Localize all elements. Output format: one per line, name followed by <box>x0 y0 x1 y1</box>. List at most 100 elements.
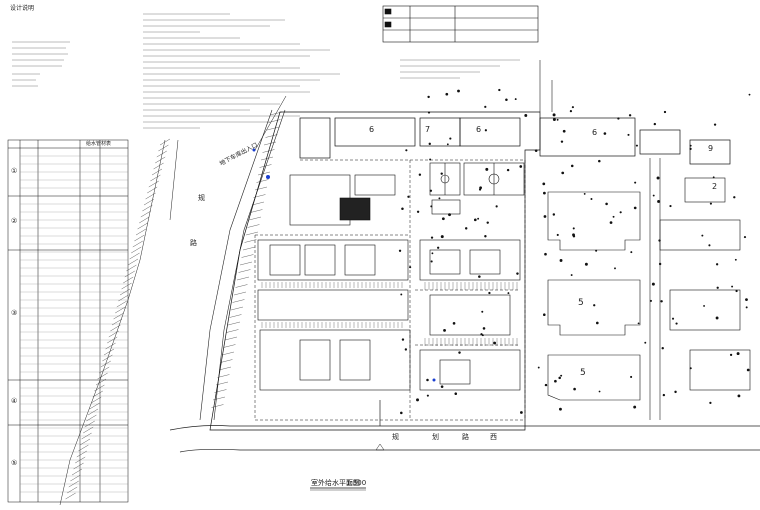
tree-mark <box>544 252 547 256</box>
tree-mark <box>660 300 663 303</box>
tree-mark <box>416 210 420 213</box>
embankment-hatch <box>89 402 100 410</box>
tree-mark <box>484 129 487 132</box>
leader-line <box>254 95 287 151</box>
tree-mark <box>598 159 601 163</box>
embankment-hatch <box>142 204 153 212</box>
tree-mark <box>556 118 559 121</box>
tree-mark <box>614 267 616 270</box>
sports-courts <box>429 162 525 215</box>
tree-mark <box>441 217 445 221</box>
tree-mark <box>584 262 588 266</box>
tree-mark <box>554 379 557 383</box>
legend-header: 给水管材表 <box>86 141 112 147</box>
top-buildings <box>299 117 731 165</box>
tree-mark <box>669 204 672 208</box>
embankment-hatch <box>137 222 148 230</box>
tree-mark <box>656 176 660 180</box>
blue-accents <box>252 148 436 382</box>
notes-block-center <box>143 13 340 129</box>
tree-mark <box>552 118 556 122</box>
tree-mark <box>674 390 677 394</box>
embankment-hatch <box>134 234 145 242</box>
road-hatch <box>256 179 269 183</box>
tree-mark <box>609 221 613 224</box>
tree-mark <box>484 105 487 108</box>
embankment-hatch <box>135 228 147 236</box>
tree-mark <box>524 114 528 117</box>
tree-mark <box>729 353 733 357</box>
tree-mark <box>430 236 434 239</box>
road-hatch <box>268 119 281 123</box>
tree-mark <box>635 144 638 147</box>
tree-mark <box>734 258 737 261</box>
embankment-hatch <box>151 168 163 176</box>
tree-mark <box>427 95 430 99</box>
embankment-hatch <box>155 156 166 164</box>
tree-mark <box>603 132 607 135</box>
tree-mark <box>398 249 402 252</box>
road-hatch <box>247 224 260 228</box>
embankment-hatch <box>116 300 127 308</box>
tree-mark <box>430 260 433 263</box>
legend-group-4: ④ <box>11 397 18 405</box>
embankment-hatch <box>108 330 119 338</box>
tree-mark <box>598 390 601 393</box>
tree-mark <box>595 321 599 325</box>
tree-mark <box>558 376 561 380</box>
road-south-label-2: 划 <box>432 433 439 441</box>
tree-mark <box>658 239 661 242</box>
tree-mark <box>661 346 664 350</box>
embankment-hatch <box>126 264 137 272</box>
tree-mark <box>708 244 711 247</box>
tree-mark <box>637 322 640 325</box>
road-hatch <box>251 201 265 206</box>
road-hatch <box>250 209 263 213</box>
embankment-hatch <box>91 396 102 404</box>
tree-mark <box>457 89 460 93</box>
bldg-num-4: 6 <box>592 128 598 137</box>
embankment-hatch <box>81 432 92 440</box>
west-embankment <box>59 139 179 506</box>
notes-block-left <box>12 41 70 87</box>
drawing-scale: 1:500 <box>346 479 367 487</box>
tree-mark <box>559 259 563 262</box>
road-hatch <box>217 374 230 378</box>
embankment-hatch <box>103 348 115 356</box>
road-hatch <box>266 126 280 131</box>
tree-mark <box>428 142 431 146</box>
tree-mark <box>477 217 480 220</box>
tree-mark <box>488 291 491 295</box>
tree-mark <box>746 368 750 372</box>
embankment-hatch <box>111 318 123 326</box>
tree-mark <box>572 234 576 238</box>
tree-mark <box>634 181 637 184</box>
tree-mark <box>701 234 704 237</box>
tree-mark <box>617 117 620 120</box>
embankment-hatch <box>105 342 116 350</box>
tree-mark <box>552 113 556 117</box>
embankment-hatch <box>86 414 97 422</box>
tree-mark <box>481 310 484 313</box>
embankment-hatch <box>76 450 87 458</box>
tree-mark <box>426 378 429 382</box>
tree-mark <box>443 328 446 332</box>
bldg-num-1: 6 <box>369 125 375 134</box>
tree-mark <box>452 322 456 325</box>
embankment-hatch <box>73 462 84 470</box>
tree-mark <box>675 322 678 325</box>
tree-mark <box>703 305 705 307</box>
embankment-hatch <box>99 366 110 374</box>
embankment-hatch <box>100 360 111 368</box>
tree-mark <box>429 189 433 192</box>
embankment-hatch <box>68 480 79 488</box>
tree-mark <box>556 233 559 237</box>
tree-mark <box>498 88 501 92</box>
legend-group-1: ① <box>11 167 18 175</box>
embankment-hatch <box>95 378 107 386</box>
road-west-label-2: 路 <box>190 239 197 247</box>
road-south <box>169 400 760 453</box>
embankment-hatch <box>102 354 113 362</box>
tree-mark <box>663 110 667 114</box>
